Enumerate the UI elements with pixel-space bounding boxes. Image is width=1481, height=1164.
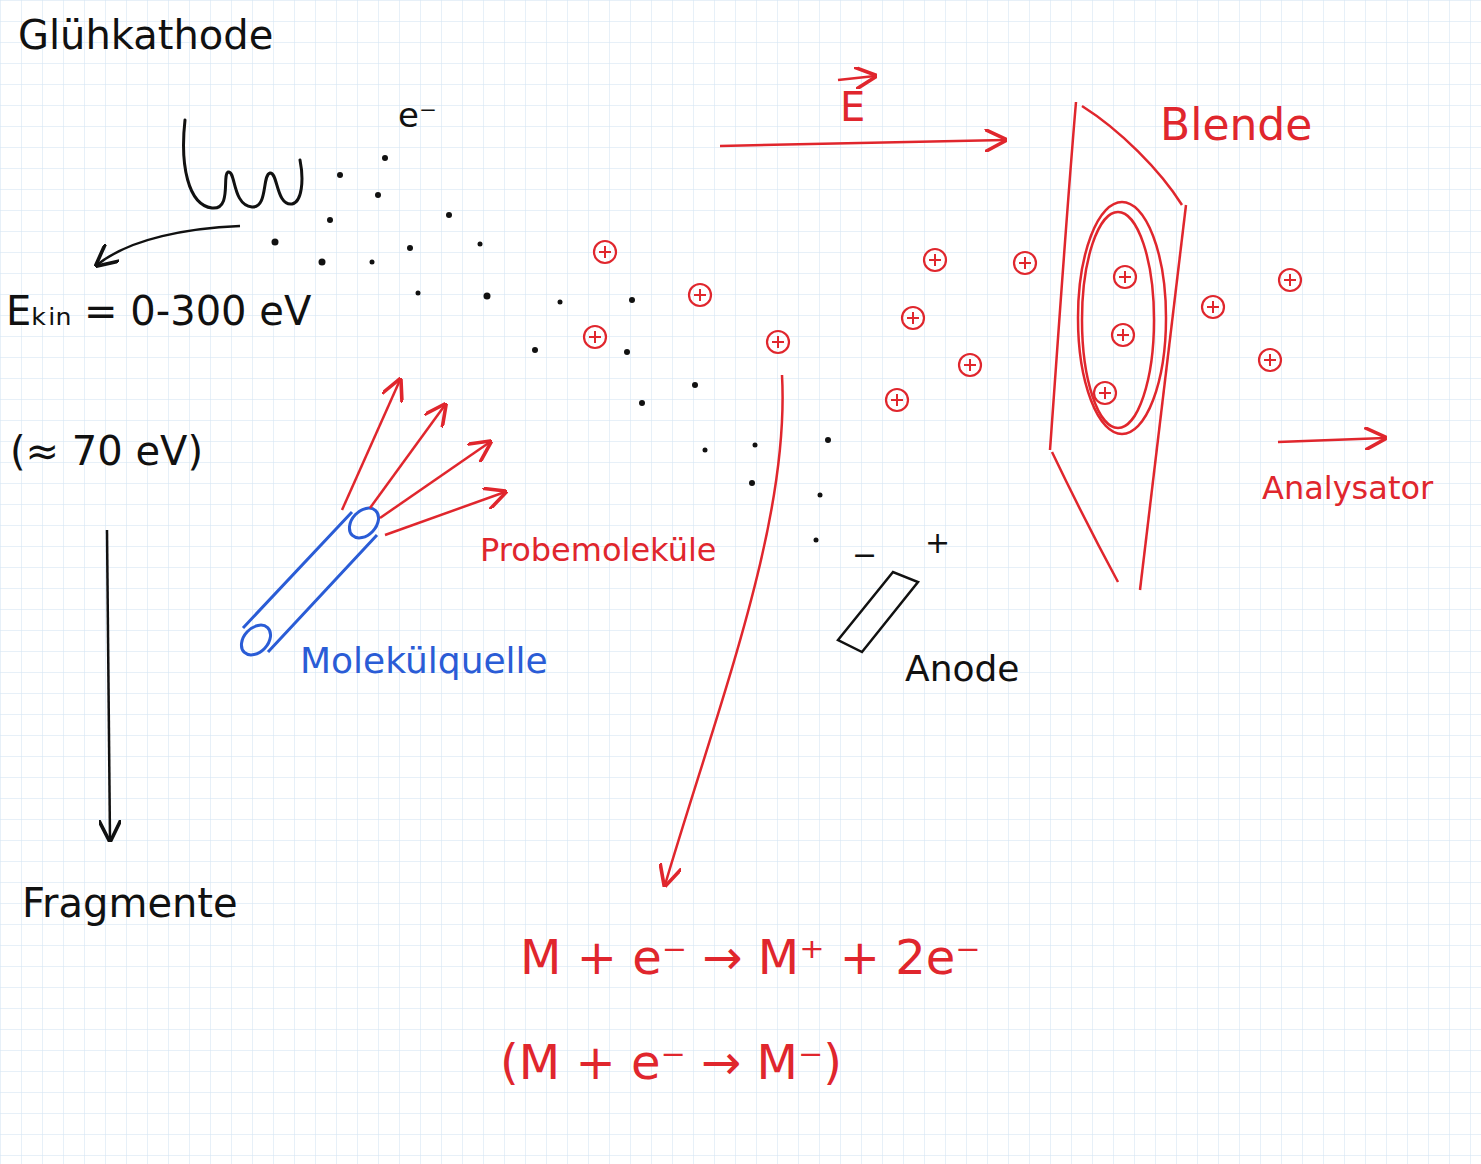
leader-arrow bbox=[665, 375, 783, 885]
energy-note: (≈ 70 eV) bbox=[10, 428, 203, 474]
ion bbox=[1202, 296, 1224, 318]
energy-label: Eₖᵢₙ = 0-300 eV bbox=[6, 288, 311, 334]
arrow bbox=[107, 530, 110, 840]
ion bbox=[1279, 269, 1301, 291]
ion bbox=[886, 389, 908, 411]
leader-arrow bbox=[97, 226, 240, 265]
ion bbox=[1114, 266, 1136, 288]
ion bbox=[1094, 382, 1116, 404]
ion bbox=[594, 241, 616, 263]
aperture-label: Blende bbox=[1160, 100, 1312, 151]
analyzer-label: Analysator bbox=[1262, 470, 1433, 507]
sample-label: Probemoleküle bbox=[480, 532, 717, 569]
molecule-source bbox=[236, 502, 385, 660]
source-label: Molekülquelle bbox=[300, 640, 548, 681]
vector-arrow bbox=[838, 76, 875, 80]
ion bbox=[959, 354, 981, 376]
ion bbox=[1112, 324, 1134, 346]
arrow bbox=[1278, 438, 1385, 442]
anode-label: Anode bbox=[905, 648, 1019, 689]
cathode-label: Glühkathode bbox=[18, 12, 273, 58]
field-label: E bbox=[840, 84, 865, 130]
anode-plate bbox=[838, 572, 918, 652]
fragments-label: Fragmente bbox=[22, 880, 238, 926]
electron-label: e⁻ bbox=[398, 96, 437, 135]
ions bbox=[584, 241, 1301, 411]
ion bbox=[689, 284, 711, 306]
ion bbox=[767, 331, 789, 353]
molecule-arrows bbox=[342, 380, 505, 535]
field-arrow bbox=[720, 140, 1005, 146]
equation: (M + e⁻ → M⁻) bbox=[500, 1035, 842, 1090]
sign-label: + bbox=[925, 526, 950, 561]
filament bbox=[184, 120, 302, 208]
ion bbox=[1014, 252, 1036, 274]
equation: M + e⁻ → M⁺ + 2e⁻ bbox=[520, 930, 981, 985]
ion bbox=[902, 307, 924, 329]
ion bbox=[924, 249, 946, 271]
sign-label: − bbox=[852, 538, 877, 573]
electron-dots bbox=[272, 155, 832, 543]
aperture bbox=[1050, 102, 1186, 590]
ion bbox=[584, 326, 606, 348]
ion bbox=[1259, 349, 1281, 371]
